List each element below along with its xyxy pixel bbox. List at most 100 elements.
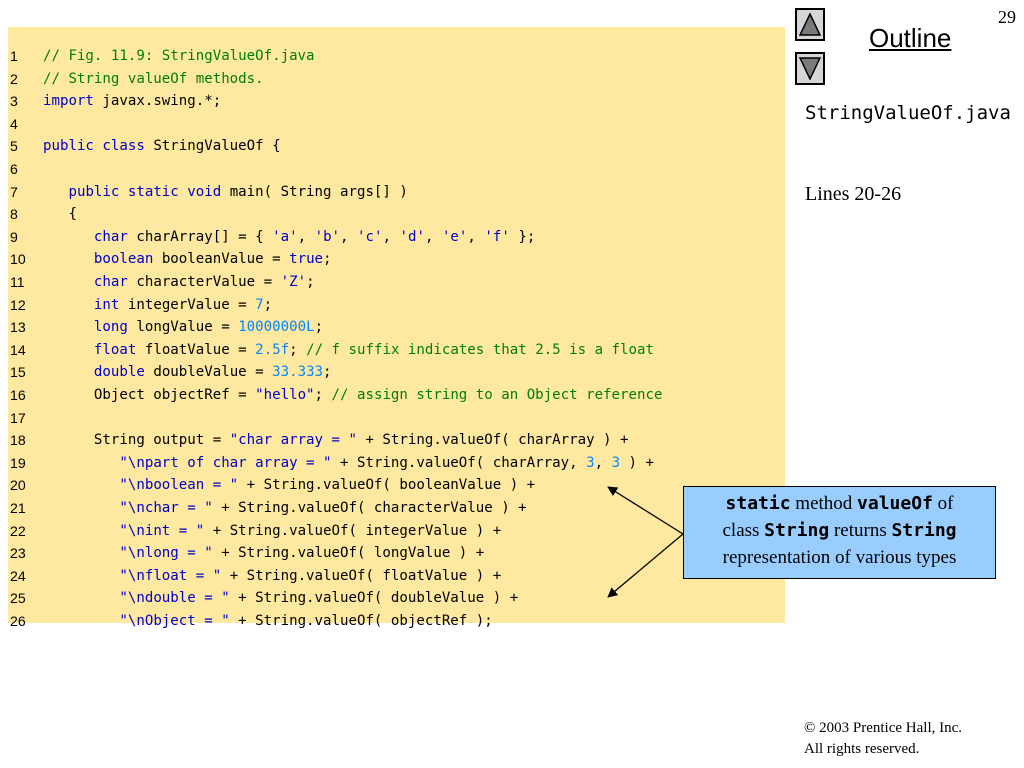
code-text: public static void main( String args[] ) [43,181,408,203]
line-number: 22 [10,522,26,539]
code-token: ; [289,341,307,358]
code-token: Object objectRef = [43,387,256,403]
code-token: 'f' [484,228,510,245]
code-token: + String.valueOf( booleanValue ) + [238,477,536,494]
code-token: ; [314,319,324,336]
code-text: double doubleValue = 33.333; [43,361,332,383]
code-token: 'a' [272,228,298,245]
code-token: floatValue = [136,341,256,358]
previous-slide-button[interactable] [795,8,825,41]
code-token [43,613,119,629]
code-token: char [93,228,128,245]
callout-text-5: representation of various types [722,547,957,568]
triangle-down-icon [799,57,821,80]
line-number: 1 [10,48,18,64]
code-token: ; [306,274,315,290]
code-token: booleanValue = [153,251,290,268]
code-token: true [289,251,324,268]
code-token [43,274,94,290]
code-token [43,500,119,516]
code-token: 'd' [399,228,425,245]
code-token: , [594,454,612,471]
code-token: "\nchar = " [119,500,213,516]
code-token: }; [509,228,536,245]
code-token: "\nlong = " [119,545,213,562]
code-token: String output = [43,432,230,449]
outline-link[interactable]: Outline [869,23,952,53]
page-number: 29 [998,7,1016,27]
code-token: + String.valueOf( characterValue ) + [212,500,527,516]
lines-range-label: Lines 20-26 [805,183,902,205]
code-token: ; [323,251,332,268]
code-token: , [297,228,315,245]
code-token: float [93,341,137,358]
line-number: 25 [10,590,26,607]
code-token: characterValue = [127,274,281,290]
callout-valueof: valueOf [857,493,933,514]
code-token: ; [314,387,332,403]
code-token: 'Z' [280,274,307,290]
code-token: 3 [611,454,621,471]
callout-text-3: class [722,520,765,541]
code-text: float floatValue = 2.5f; // f suffix ind… [43,339,654,361]
code-token: // assign string to an Object reference [331,387,663,403]
code-token: double [93,364,145,381]
copyright-notice: © 2003 Prentice Hall, Inc. All rights re… [804,718,962,760]
line-number: 17 [10,409,26,426]
line-number: 3 [10,93,18,110]
code-text: "\nint = " + String.valueOf( integerValu… [43,520,501,542]
code-token: + String.valueOf( doubleValue ) + [229,590,519,607]
code-token [43,184,68,200]
code-text: "\nfloat = " + String.valueOf( floatValu… [43,565,501,587]
callout-box: static method valueOf of class String re… [683,486,996,579]
code-token: import [43,93,94,110]
code-token: public class [43,138,145,155]
code-token [43,297,94,313]
line-number: 20 [10,477,26,494]
code-token: main( String args[] ) [221,183,408,200]
code-token [43,568,119,584]
code-token: , [340,228,358,245]
code-token [43,229,94,245]
code-text: "\npart of char array = " + String.value… [43,452,654,474]
code-token: "\npart of char array = " [119,454,332,471]
file-name-label: StringValueOf.java [805,102,1011,124]
code-token: boolean [93,251,154,268]
code-text: boolean booleanValue = true; [43,248,332,270]
code-token: doubleValue = [144,364,273,381]
line-number: 19 [10,454,26,471]
next-slide-button[interactable] [795,52,825,85]
code-token: 3 [586,454,595,471]
code-token: "\nboolean = " [119,477,239,494]
callout-string-1: String [764,520,830,541]
code-token: 2.5f [255,341,290,358]
line-number: 26 [10,613,26,629]
code-token [43,590,119,606]
line-number: 15 [10,364,26,381]
code-text: "\ndouble = " + String.valueOf( doubleVa… [43,587,518,609]
line-number: 11 [10,274,25,290]
copyright-line-1: © 2003 Prentice Hall, Inc. [804,720,963,736]
code-text: // Fig. 11.9: StringValueOf.java [43,45,315,67]
code-token: StringValueOf { [144,138,281,155]
callout-string-2: String [891,520,957,541]
line-number: 21 [10,500,26,516]
line-number: 2 [10,70,18,87]
code-text: long longValue = 10000000L; [43,316,323,338]
code-token [43,523,119,539]
line-number: 14 [10,341,26,358]
code-token: + String.valueOf( charArray ) + [356,432,629,449]
code-text: import javax.swing.*; [43,90,221,112]
code-token: charArray[] = { [127,228,273,245]
code-text: "\nlong = " + String.valueOf( longValue … [43,542,484,564]
line-number: 24 [10,567,26,584]
code-token: { [43,206,77,223]
line-number: 13 [10,319,26,336]
line-number: 4 [10,115,18,132]
code-token [43,455,119,471]
code-token [43,251,94,267]
code-token: javax.swing.*; [93,93,222,110]
code-token: "\nObject = " [119,613,230,629]
line-number: 6 [10,161,18,177]
